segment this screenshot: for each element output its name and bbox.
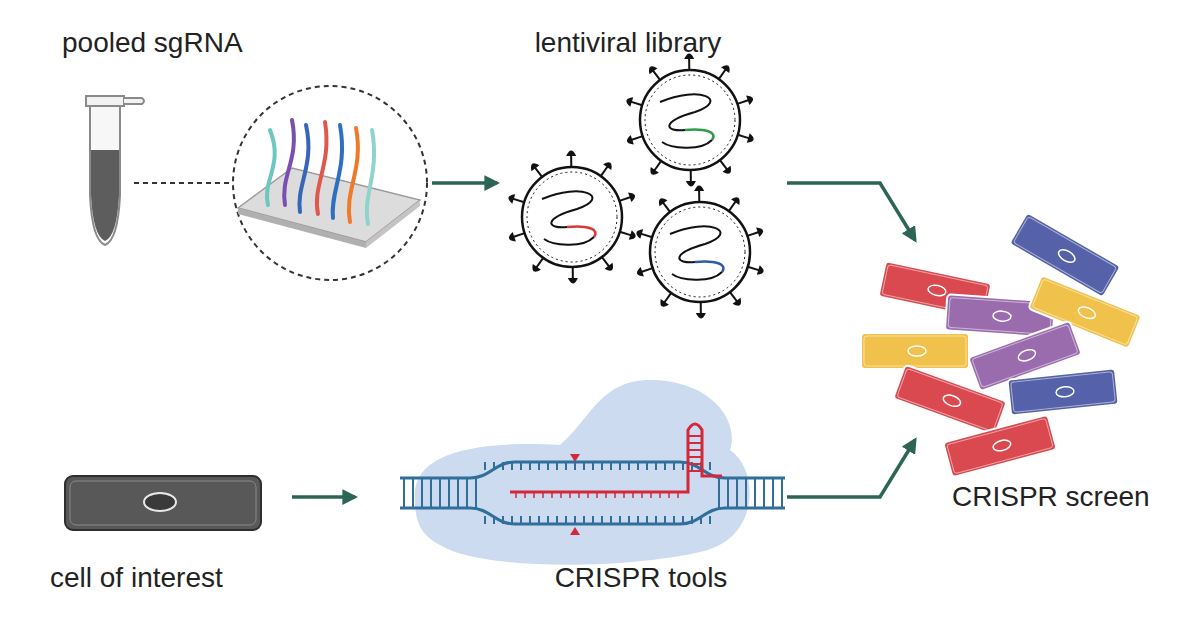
flow-arrow bbox=[787, 183, 915, 240]
tube-icon bbox=[86, 96, 144, 245]
illustration-label: lentiviral library bbox=[535, 28, 722, 59]
illustration-group: lentiviral library bbox=[497, 20, 787, 300]
cas9-icon bbox=[400, 380, 785, 565]
illustration-group: CRISPR tools bbox=[355, 380, 787, 600]
illustration-group: cell of interest bbox=[45, 440, 292, 600]
illustration-label: CRISPR tools bbox=[555, 563, 728, 594]
flow-arrow bbox=[432, 181, 497, 185]
zoom-circle bbox=[233, 86, 427, 280]
virus-icons bbox=[508, 54, 763, 319]
illustration-label: cell of interest bbox=[50, 563, 223, 594]
illustration-label: CRISPR screen bbox=[952, 482, 1150, 513]
cell-icon bbox=[65, 476, 261, 530]
cell-cluster bbox=[861, 212, 1142, 477]
illustration-group: CRISPR screen bbox=[900, 240, 1180, 440]
slide-icon bbox=[238, 120, 420, 248]
illustration-label: pooled sgRNA bbox=[62, 28, 243, 59]
dashed-leader bbox=[134, 182, 232, 184]
illustration-group: pooled sgRNA bbox=[60, 20, 432, 310]
flow-arrow bbox=[292, 495, 355, 499]
flow-arrow bbox=[787, 440, 915, 497]
